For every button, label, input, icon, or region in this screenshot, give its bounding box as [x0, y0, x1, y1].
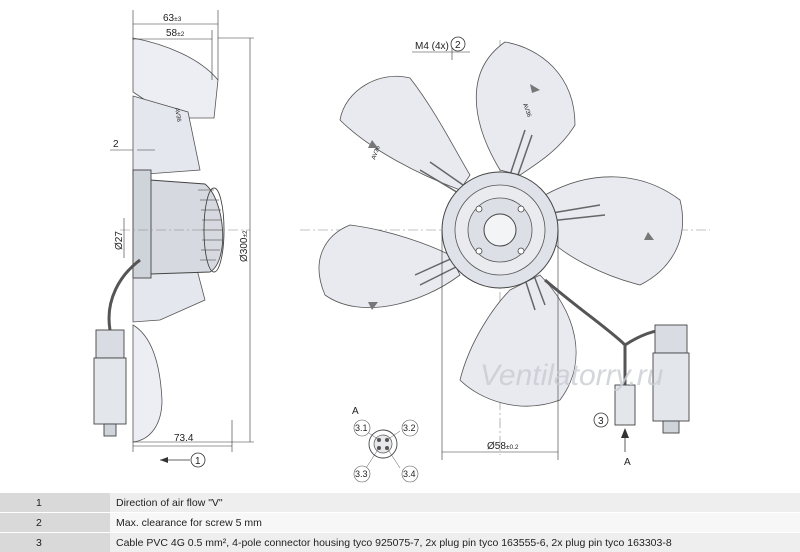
- side-connector: [96, 330, 124, 358]
- svg-text:2: 2: [455, 40, 461, 51]
- dim-cable-offset: 73.4: [174, 433, 194, 444]
- legend-row: 1 Direction of air flow "V": [0, 493, 800, 513]
- screw-hole: [476, 248, 482, 254]
- technical-drawing: 63±3 58±2 2 Ø27 Ø300±2 73.4 1 AV36: [0, 0, 800, 490]
- side-view: 63±3 58±2 2 Ø27 Ø300±2 73.4 1 AV36: [94, 10, 254, 467]
- dim-bolt-circle: Ø58±0.2: [487, 441, 519, 452]
- connector-view-letter: A: [352, 406, 359, 417]
- dim-hub: Ø27: [114, 231, 125, 250]
- legend-num: 2: [0, 513, 110, 533]
- legend-num: 3: [0, 533, 110, 552]
- dim-clearance: 2: [113, 139, 119, 150]
- side-blade-bottom: [133, 325, 162, 442]
- legend-table: 1 Direction of air flow "V" 2 Max. clear…: [0, 492, 800, 552]
- screw-hole: [518, 248, 524, 254]
- blade-2: [545, 177, 683, 285]
- blade-5: [340, 76, 470, 190]
- screw-label: M4 (4x): [415, 41, 449, 52]
- svg-text:3: 3: [598, 416, 604, 427]
- legend-num: 1: [0, 493, 110, 513]
- hub-center: [484, 214, 516, 246]
- legend-row: 2 Max. clearance for screw 5 mm: [0, 513, 800, 533]
- pin-label: 3.1: [355, 423, 368, 433]
- pin-label: 3.4: [403, 469, 416, 479]
- front-view: AV36 AV36 M4 (4x) 2 Ø58±0.2 3 A: [300, 37, 710, 468]
- dim-width-total: 63±3: [163, 13, 182, 24]
- dim-width-inner: 58±2: [166, 28, 185, 39]
- front-connector: [655, 325, 687, 353]
- dim-diameter: Ø300±2: [239, 230, 250, 262]
- svg-text:1: 1: [195, 456, 201, 467]
- legend-text: Cable PVC 4G 0.5 mm², 4-pole connector h…: [110, 533, 800, 552]
- pin-label: 3.2: [403, 423, 416, 433]
- screw-hole: [518, 206, 524, 212]
- watermark: Ventilatorry.ru: [480, 359, 664, 392]
- legend-row: 3 Cable PVC 4G 0.5 mm², 4-pole connector…: [0, 533, 800, 552]
- legend-text: Max. clearance for screw 5 mm: [110, 513, 800, 533]
- blade-4: [319, 225, 460, 308]
- pin-label: 3.3: [355, 469, 368, 479]
- connector-detail: A 3.1 3.2 3.3 3.4: [352, 406, 418, 482]
- screw-hole: [476, 206, 482, 212]
- legend-text: Direction of air flow "V": [110, 493, 800, 513]
- view-letter: A: [624, 457, 631, 468]
